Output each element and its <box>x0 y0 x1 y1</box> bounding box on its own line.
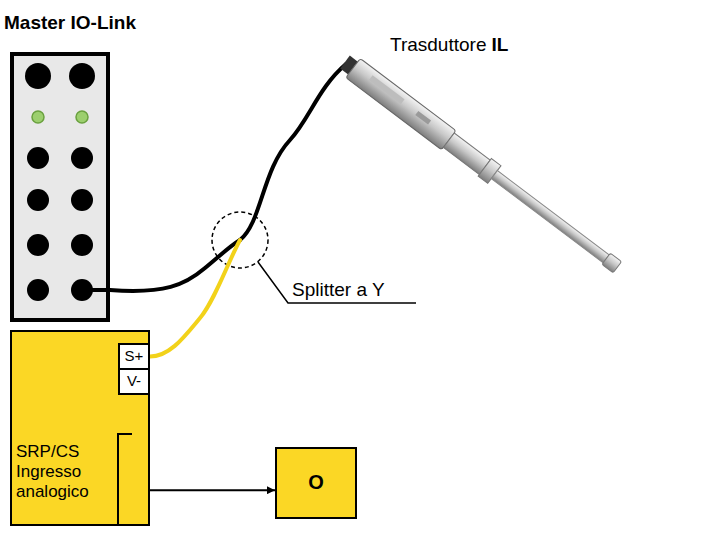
output-box: O <box>275 447 357 519</box>
signal-arrow <box>150 490 275 491</box>
master-panel <box>10 52 110 322</box>
terminal-label: S+ <box>120 345 148 366</box>
controller-label: SRP/CS Ingresso analogico <box>16 442 112 502</box>
port-circles <box>25 63 95 301</box>
leader-line <box>258 262 416 303</box>
transducer-cable <box>240 64 346 240</box>
cable-stub <box>82 288 110 292</box>
terminal-label: V- <box>120 370 148 391</box>
terminal-box: S+ <box>118 343 150 370</box>
transducer-label: Trasduttore <box>390 34 486 56</box>
status-leds <box>32 111 88 123</box>
terminal-box: V- <box>118 368 150 395</box>
master-heading: Master IO-Link <box>4 12 136 34</box>
safety-controller-box: SRP/CS Ingresso analogico S+ V- <box>10 330 150 526</box>
splitter-label: Splitter a Y <box>292 279 385 301</box>
output-label: O <box>277 449 355 515</box>
transducer <box>338 52 625 276</box>
master-box: Master IO-Link <box>10 52 110 322</box>
transducer-model: IL <box>491 34 508 56</box>
